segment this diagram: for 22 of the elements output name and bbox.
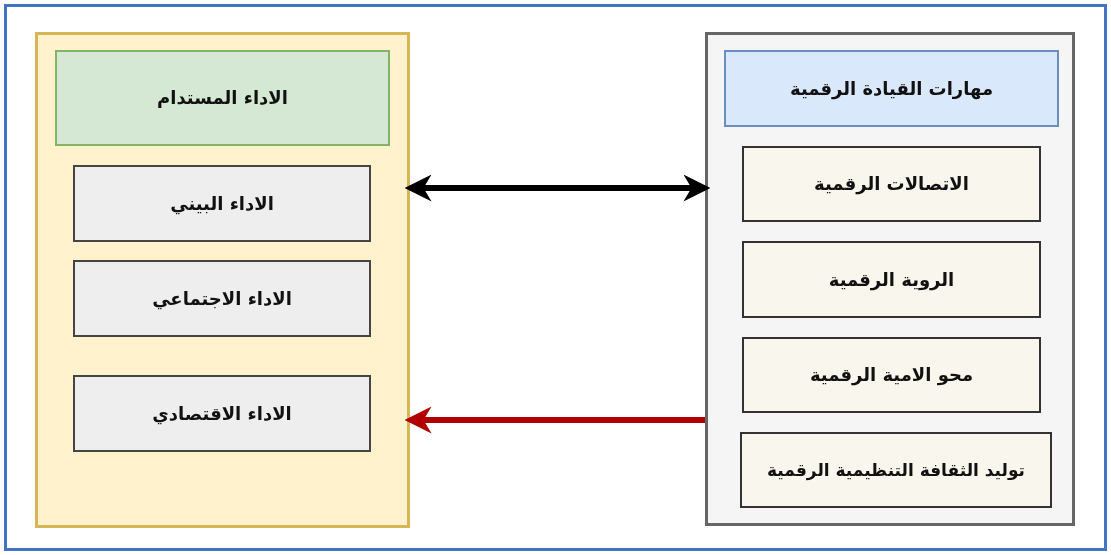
arrow (404, 406, 705, 434)
text-box (73, 165, 371, 242)
container-box (35, 32, 410, 528)
text-box (742, 337, 1041, 413)
box-label: الروية الرقمية (827, 268, 956, 291)
box-label: توليد الثقافة التنظيمية الرقمية (766, 459, 1026, 481)
box-label: الاداء البيني (169, 192, 275, 215)
text-box (73, 375, 371, 452)
text-box (740, 432, 1052, 508)
box-label: الاداء الاجتماعي (151, 287, 293, 310)
container-box (705, 32, 1075, 526)
arrow (404, 174, 711, 202)
box-label: الاداء المستدام (156, 87, 289, 109)
text-box (73, 260, 371, 337)
text-box (742, 241, 1041, 318)
box-label: الاتصالات الرقمية (813, 173, 970, 195)
text-box (724, 50, 1059, 127)
text-box (742, 146, 1041, 222)
box-label: الاداء الاقتصادي (151, 402, 293, 425)
box-label: مهارات القيادة الرقمية (789, 77, 995, 100)
box-label: محو الامية الرقمية (808, 364, 975, 386)
text-box (55, 50, 390, 146)
